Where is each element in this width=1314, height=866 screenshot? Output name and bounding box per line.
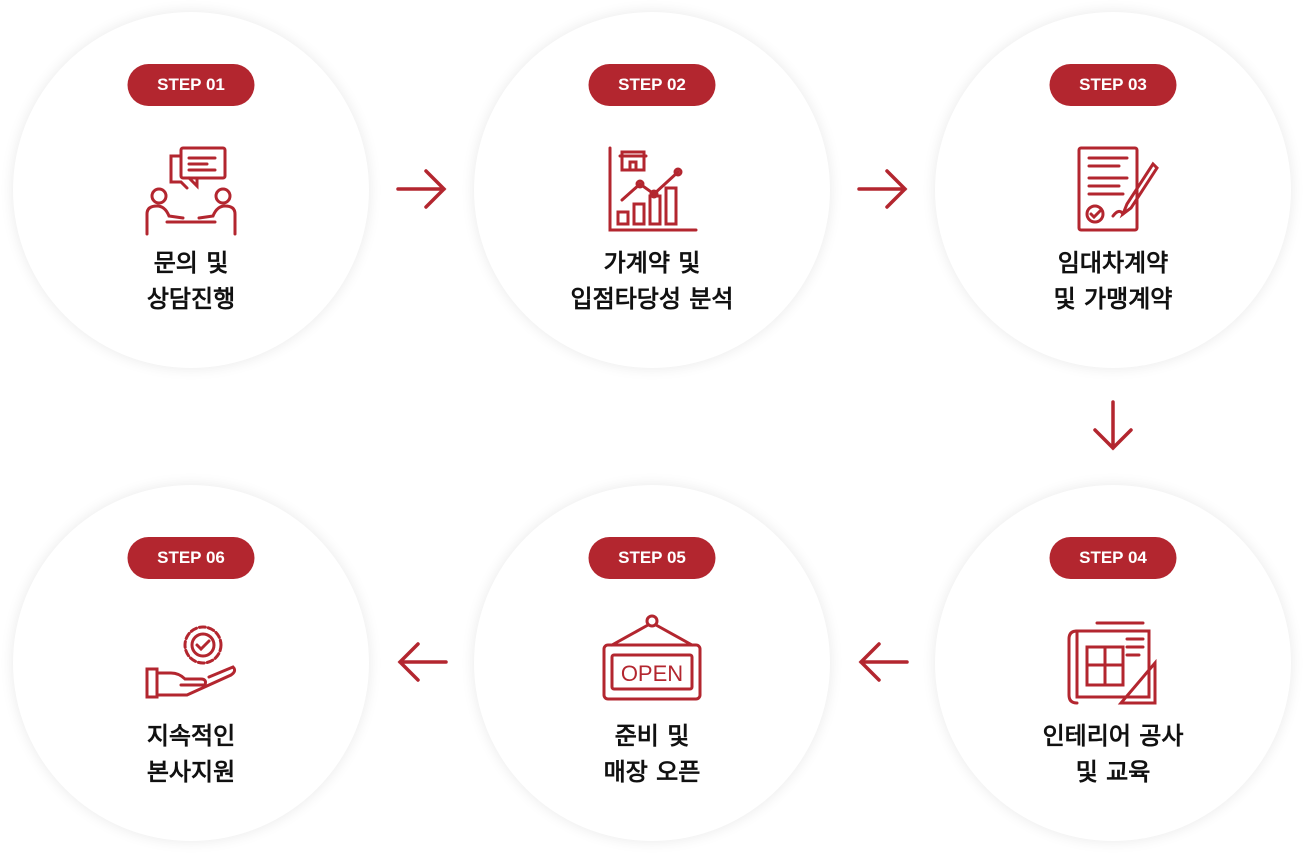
step-badge: STEP 01 [127,64,255,106]
title-line-2: 입점타당성 분석 [570,285,734,313]
arrow-down-icon [1093,400,1133,451]
title-line-2: 매장 오픈 [603,758,701,786]
title-line-2: 상담진행 [146,285,236,313]
title-line-2: 본사지원 [146,758,236,786]
title-line-1: 가계약 및 [603,249,701,277]
blueprint-icon [1067,621,1157,705]
title-line-1: 지속적인 [146,722,236,750]
support-hand-gear-icon [145,625,237,699]
open-sign-icon: OPEN [602,614,702,701]
title-line-1: 임대차계약 [1057,249,1169,277]
step-badge: STEP 06 [127,537,255,579]
open-sign-text: OPEN [621,661,683,686]
title-line-1: 문의 및 [153,249,229,277]
consultation-icon [145,146,237,236]
title-line-1: 인테리어 공사 [1042,722,1184,750]
contract-signing-icon [1077,146,1159,232]
arrow-right-icon [396,169,447,209]
step-badge: STEP 03 [1049,64,1177,106]
arrow-left-icon [397,642,448,682]
title-line-1: 준비 및 [614,722,690,750]
step-badge: STEP 05 [588,537,716,579]
arrow-left-icon [858,642,909,682]
step-badge: STEP 04 [1049,537,1177,579]
step-badge: STEP 02 [588,64,716,106]
title-line-2: 및 가맹계약 [1053,285,1173,313]
market-analysis-chart-icon [608,146,698,232]
arrow-right-icon [857,169,908,209]
title-line-2: 및 교육 [1075,758,1151,786]
